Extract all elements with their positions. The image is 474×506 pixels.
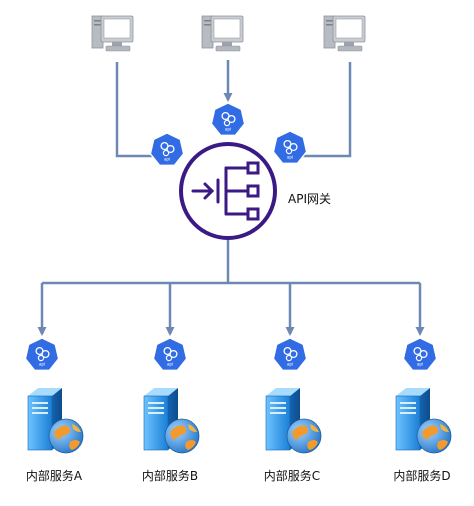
api-badge-icon xyxy=(210,102,246,137)
computer-icon xyxy=(201,15,244,52)
api-gateway xyxy=(179,142,277,240)
service-label: 内部服务C xyxy=(264,468,320,483)
service-label: 内部服务D xyxy=(393,468,450,483)
api-badge-icon xyxy=(149,132,185,167)
client-computer-2 xyxy=(201,15,244,52)
service-label: 内部服务B xyxy=(142,468,198,483)
server-globe-icon xyxy=(27,387,84,454)
client-computer-1 xyxy=(91,15,134,52)
computer-icon xyxy=(91,15,134,52)
server-globe-icon xyxy=(265,387,322,454)
computer-icon xyxy=(323,15,366,52)
api-badge-icon xyxy=(402,337,438,371)
api-badge-icon xyxy=(152,337,188,371)
service-c: 内部服务C xyxy=(264,387,322,483)
gateway-label: API网关 xyxy=(288,192,331,206)
server-globe-icon xyxy=(395,387,452,454)
api-badge-icon xyxy=(272,130,308,165)
gateway-icon xyxy=(191,161,260,221)
connector-client-3-to-gateway xyxy=(284,62,352,161)
service-d: 内部服务D xyxy=(393,387,452,483)
server-globe-icon xyxy=(143,387,200,454)
api-badge-icon xyxy=(24,337,60,371)
service-label: 内部服务A xyxy=(26,468,83,483)
api-badge-icon xyxy=(272,337,308,371)
service-a: 内部服务A xyxy=(26,387,84,483)
service-b: 内部服务B xyxy=(142,387,200,483)
client-computer-3 xyxy=(323,15,366,52)
